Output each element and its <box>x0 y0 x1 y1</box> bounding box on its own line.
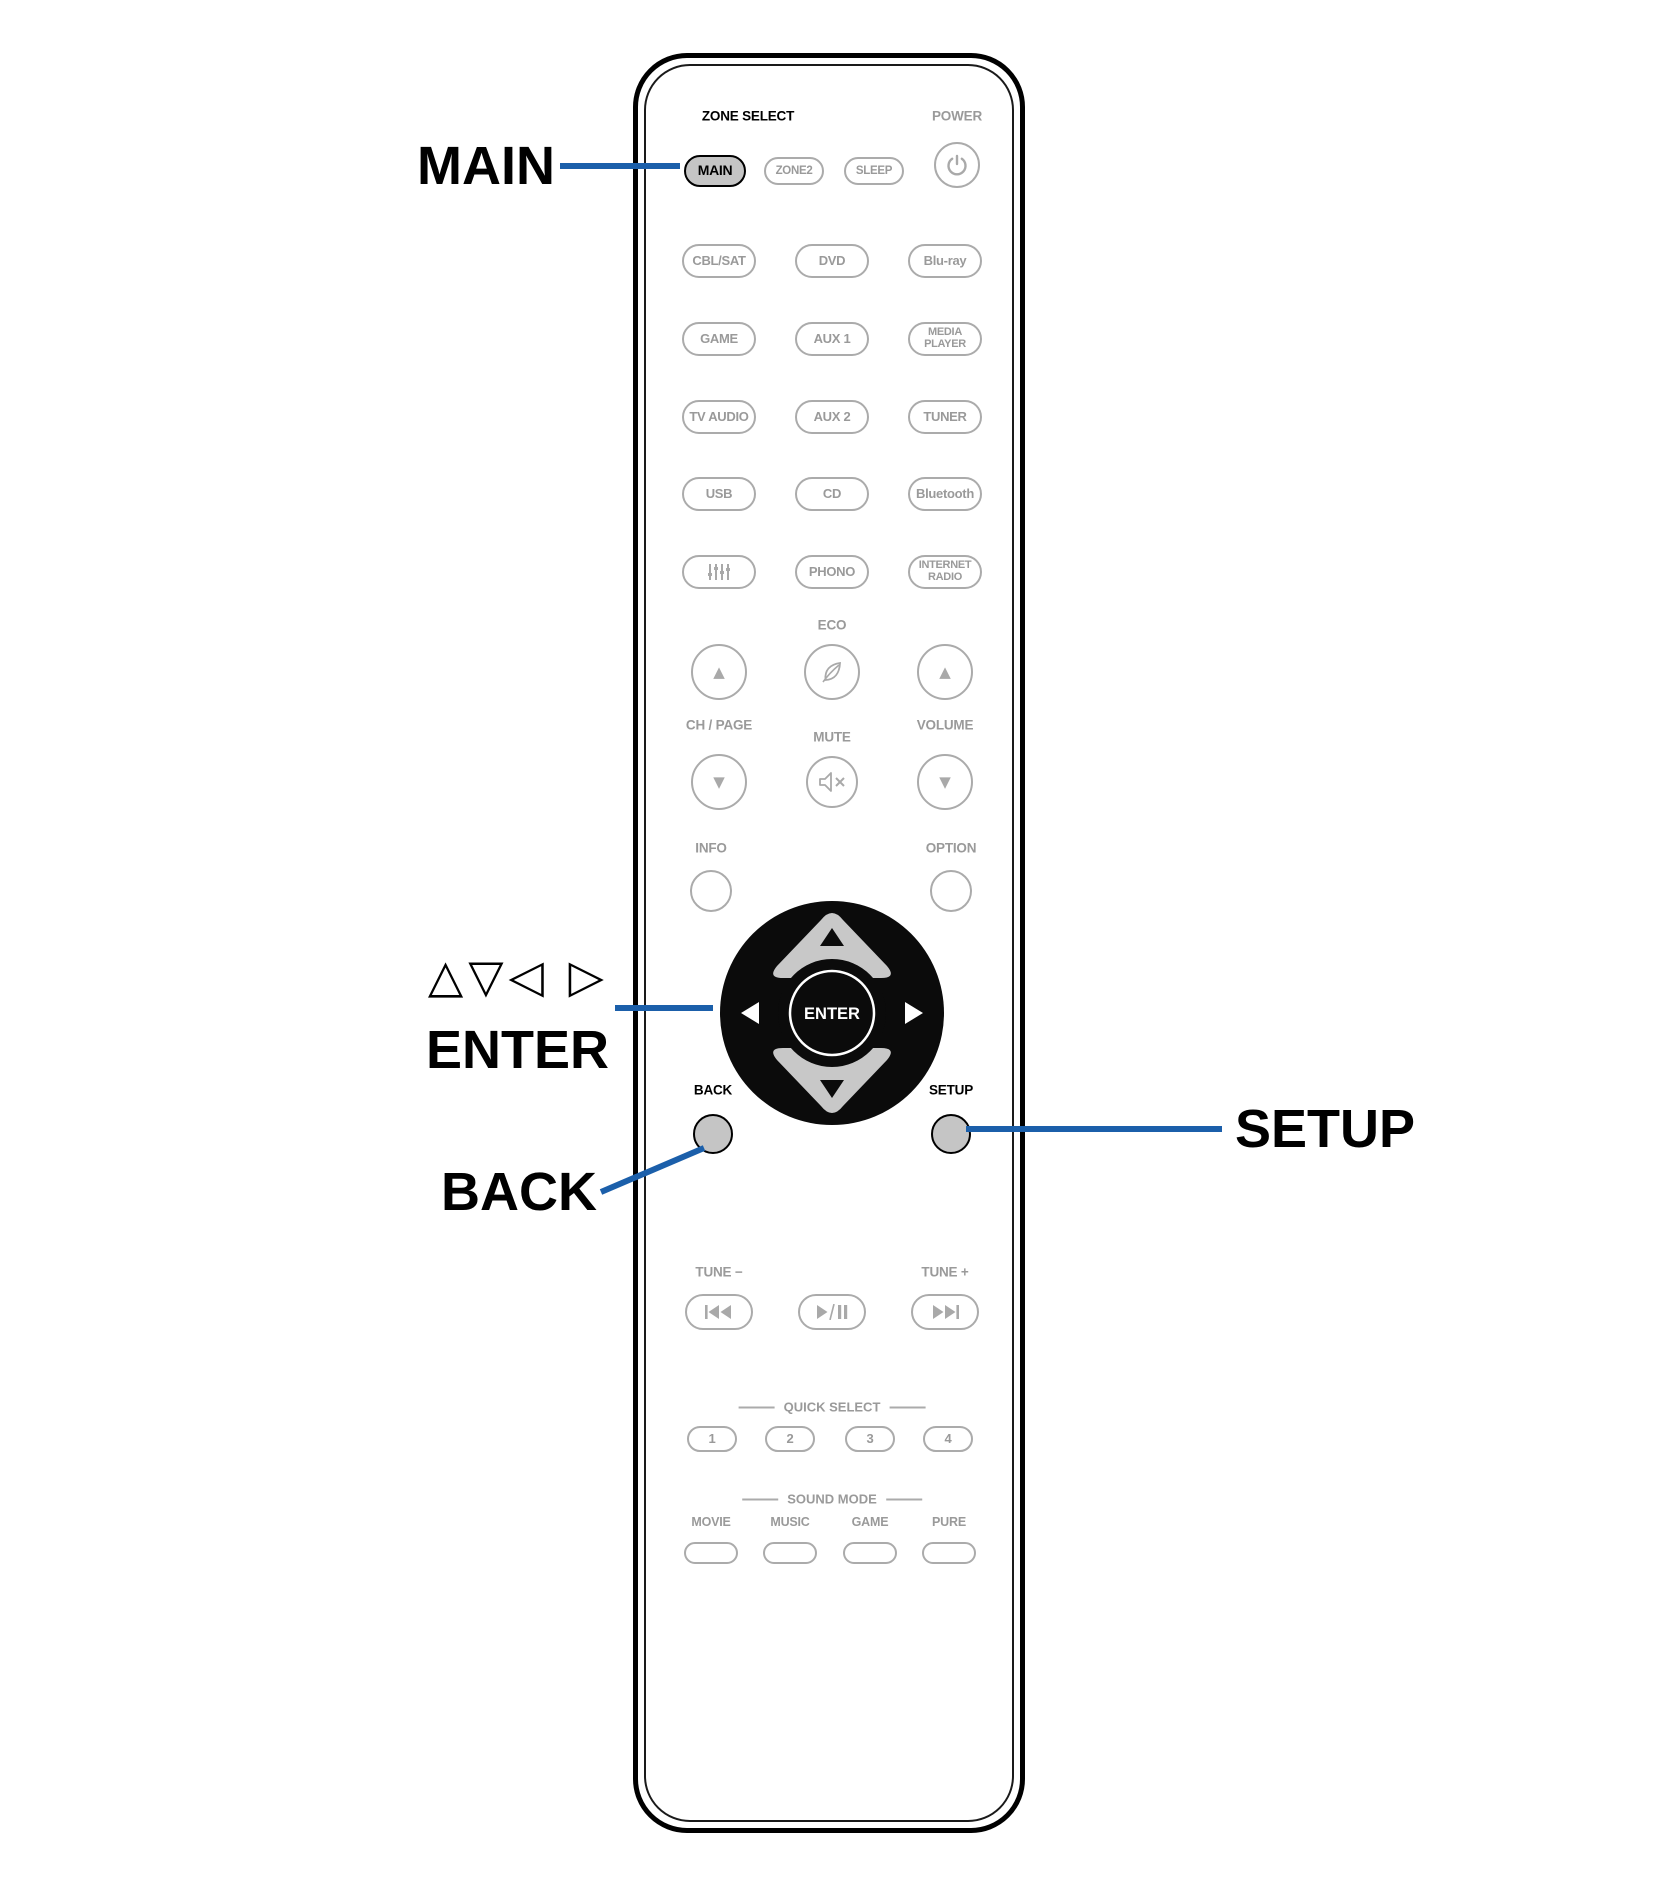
channel-up-button[interactable]: ▲ <box>691 644 747 700</box>
mute-button[interactable] <box>806 756 858 808</box>
source-button-blu-ray[interactable]: Blu-ray <box>908 244 982 278</box>
option-button[interactable] <box>930 870 972 912</box>
cursor-left-button[interactable] <box>741 1002 759 1024</box>
source-button-bluetooth[interactable]: Bluetooth <box>908 477 982 511</box>
sleep-button[interactable]: SLEEP <box>844 157 904 185</box>
cursor-pad: ENTER <box>720 901 944 1125</box>
sound-mode-header: SOUND MODE <box>742 1492 922 1507</box>
play-pause-icon <box>817 1304 848 1320</box>
callout-setup: SETUP <box>1235 1099 1416 1159</box>
channel-down-button[interactable]: ▼ <box>691 754 747 810</box>
back-label: BACK <box>693 1082 733 1098</box>
ch-page-label: CH / PAGE <box>685 717 753 733</box>
source-button-tv-audio[interactable]: TV AUDIO <box>682 400 756 434</box>
quick-select-1-button[interactable]: 1 <box>687 1426 737 1452</box>
volume-down-button[interactable]: ▼ <box>917 754 973 810</box>
eco-label: ECO <box>817 617 847 633</box>
callout-main: MAIN <box>417 136 555 196</box>
zone2-button[interactable]: ZONE2 <box>764 157 824 185</box>
up-arrow-icon: ▲ <box>939 662 951 681</box>
down-arrow-icon: ▼ <box>939 772 951 791</box>
quick-select-4-button[interactable]: 4 <box>923 1426 973 1452</box>
info-label: INFO <box>695 840 727 856</box>
tune-minus-label: TUNE − <box>695 1264 743 1280</box>
leaf-icon <box>822 661 841 683</box>
callout-cursor-arrows: △▽◁ ▷ <box>427 949 609 1003</box>
down-arrow-icon: ▼ <box>713 772 725 791</box>
option-label: OPTION <box>925 840 977 856</box>
quick-select-3-button[interactable]: 3 <box>845 1426 895 1452</box>
sound-mode-music-label: MUSIC <box>770 1515 810 1529</box>
up-arrow-icon: ▲ <box>713 662 725 681</box>
skip-forward-button[interactable] <box>911 1294 979 1330</box>
quick-select-2-button[interactable]: 2 <box>765 1426 815 1452</box>
source-button-usb[interactable]: USB <box>682 477 756 511</box>
eco-button[interactable] <box>804 644 860 700</box>
source-button-game[interactable]: GAME <box>682 322 756 356</box>
sound-mode-game-label: GAME <box>851 1515 889 1529</box>
tune-plus-label: TUNE + <box>921 1264 969 1280</box>
power-icon <box>947 154 967 176</box>
quick-select-header: QUICK SELECT <box>739 1400 926 1415</box>
enter-button[interactable] <box>788 969 876 1057</box>
source-button-levels[interactable] <box>682 555 756 589</box>
remote-control: ZONE SELECT POWER MAIN ZONE2 SLEEP CBL/S… <box>633 53 1025 1833</box>
power-button[interactable] <box>934 142 980 188</box>
skip-back-icon <box>705 1305 731 1319</box>
info-button[interactable] <box>690 870 732 912</box>
sound-mode-pure-label: PURE <box>932 1515 966 1529</box>
sound-mode-movie-label: MOVIE <box>691 1515 731 1529</box>
source-button-internet-radio[interactable]: INTERNET RADIO <box>908 555 982 589</box>
skip-forward-icon <box>933 1305 959 1319</box>
callout-back: BACK <box>441 1162 597 1222</box>
back-button[interactable] <box>693 1114 733 1154</box>
main-zone-button[interactable]: MAIN <box>684 155 746 187</box>
source-button-cbl-sat[interactable]: CBL/SAT <box>682 244 756 278</box>
source-button-phono[interactable]: PHONO <box>795 555 869 589</box>
source-button-media-player[interactable]: MEDIA PLAYER <box>908 322 982 356</box>
volume-up-button[interactable]: ▲ <box>917 644 973 700</box>
up-arrow-icon <box>820 928 844 946</box>
down-arrow-icon <box>820 1080 844 1098</box>
setup-label: SETUP <box>928 1082 974 1098</box>
mute-speaker-icon <box>819 772 845 792</box>
sound-mode-pure-button[interactable] <box>922 1542 976 1564</box>
cursor-right-button[interactable] <box>905 1002 923 1024</box>
source-button-cd[interactable]: CD <box>795 477 869 511</box>
skip-back-button[interactable] <box>685 1294 753 1330</box>
play-pause-button[interactable] <box>798 1294 866 1330</box>
source-button-tuner[interactable]: TUNER <box>908 400 982 434</box>
sound-mode-movie-button[interactable] <box>684 1542 738 1564</box>
source-button-aux1[interactable]: AUX 1 <box>795 322 869 356</box>
volume-label: VOLUME <box>916 717 974 733</box>
audio-levels-icon <box>708 564 730 580</box>
setup-button[interactable] <box>931 1114 971 1154</box>
callout-enter: ENTER <box>425 1020 609 1080</box>
zone-select-label: ZONE SELECT <box>701 108 795 124</box>
source-button-aux2[interactable]: AUX 2 <box>795 400 869 434</box>
sound-mode-music-button[interactable] <box>763 1542 817 1564</box>
mute-label: MUTE <box>813 729 851 745</box>
source-button-dvd[interactable]: DVD <box>795 244 869 278</box>
enter-button-label: ENTER <box>804 1005 860 1023</box>
sound-mode-game-button[interactable] <box>843 1542 897 1564</box>
power-label: POWER <box>931 108 983 124</box>
